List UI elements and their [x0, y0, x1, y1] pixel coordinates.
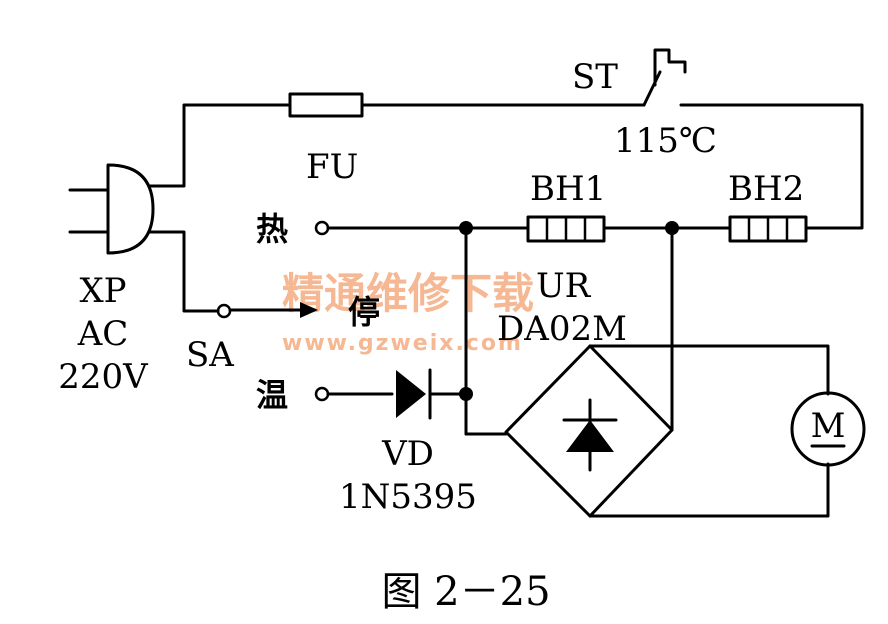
- label-warm: 温: [256, 376, 288, 414]
- motor-label: M: [811, 406, 846, 446]
- watermark-title: 精通维修下载: [282, 269, 534, 318]
- label-st: ST: [572, 57, 618, 97]
- watermark-url: www.gzweix.com: [282, 331, 523, 356]
- junction-dot: [459, 221, 473, 235]
- label-bh2: BH2: [728, 169, 804, 209]
- label-hot: 热: [256, 210, 288, 248]
- plug-xp: [68, 163, 155, 255]
- contact-hot: [314, 220, 330, 236]
- label-ac: AC: [77, 314, 129, 354]
- label-bh1: BH1: [530, 169, 606, 209]
- motor-wiring: [588, 344, 830, 518]
- label-voltage: 220V: [58, 357, 149, 397]
- diode-vd: [326, 368, 468, 420]
- label-vd-model: 1N5395: [339, 477, 477, 517]
- bridge-rectifier-ur: [464, 344, 674, 518]
- thermostat-st: [642, 48, 687, 107]
- junction-dot: [665, 221, 679, 235]
- label-stop: 停: [348, 293, 380, 331]
- label-ur: UR: [536, 266, 592, 306]
- motor-m: M: [790, 391, 866, 467]
- switch-sa: [216, 220, 330, 402]
- label-fu: FU: [306, 147, 358, 187]
- label-st-temp: 115℃: [614, 121, 717, 161]
- label-xp: XP: [79, 271, 126, 311]
- figure-caption: 图 2－25: [381, 569, 550, 615]
- contact-warm: [314, 386, 330, 402]
- label-ur-model: DA02M: [497, 309, 627, 349]
- fuse-fu: [288, 92, 364, 118]
- heater-bh1: [526, 215, 606, 243]
- switch-feed-wire: [148, 230, 220, 313]
- label-sa: SA: [186, 335, 234, 375]
- top-wire: [148, 103, 864, 230]
- heater-bh2: [728, 215, 808, 243]
- label-vd: VD: [381, 434, 434, 474]
